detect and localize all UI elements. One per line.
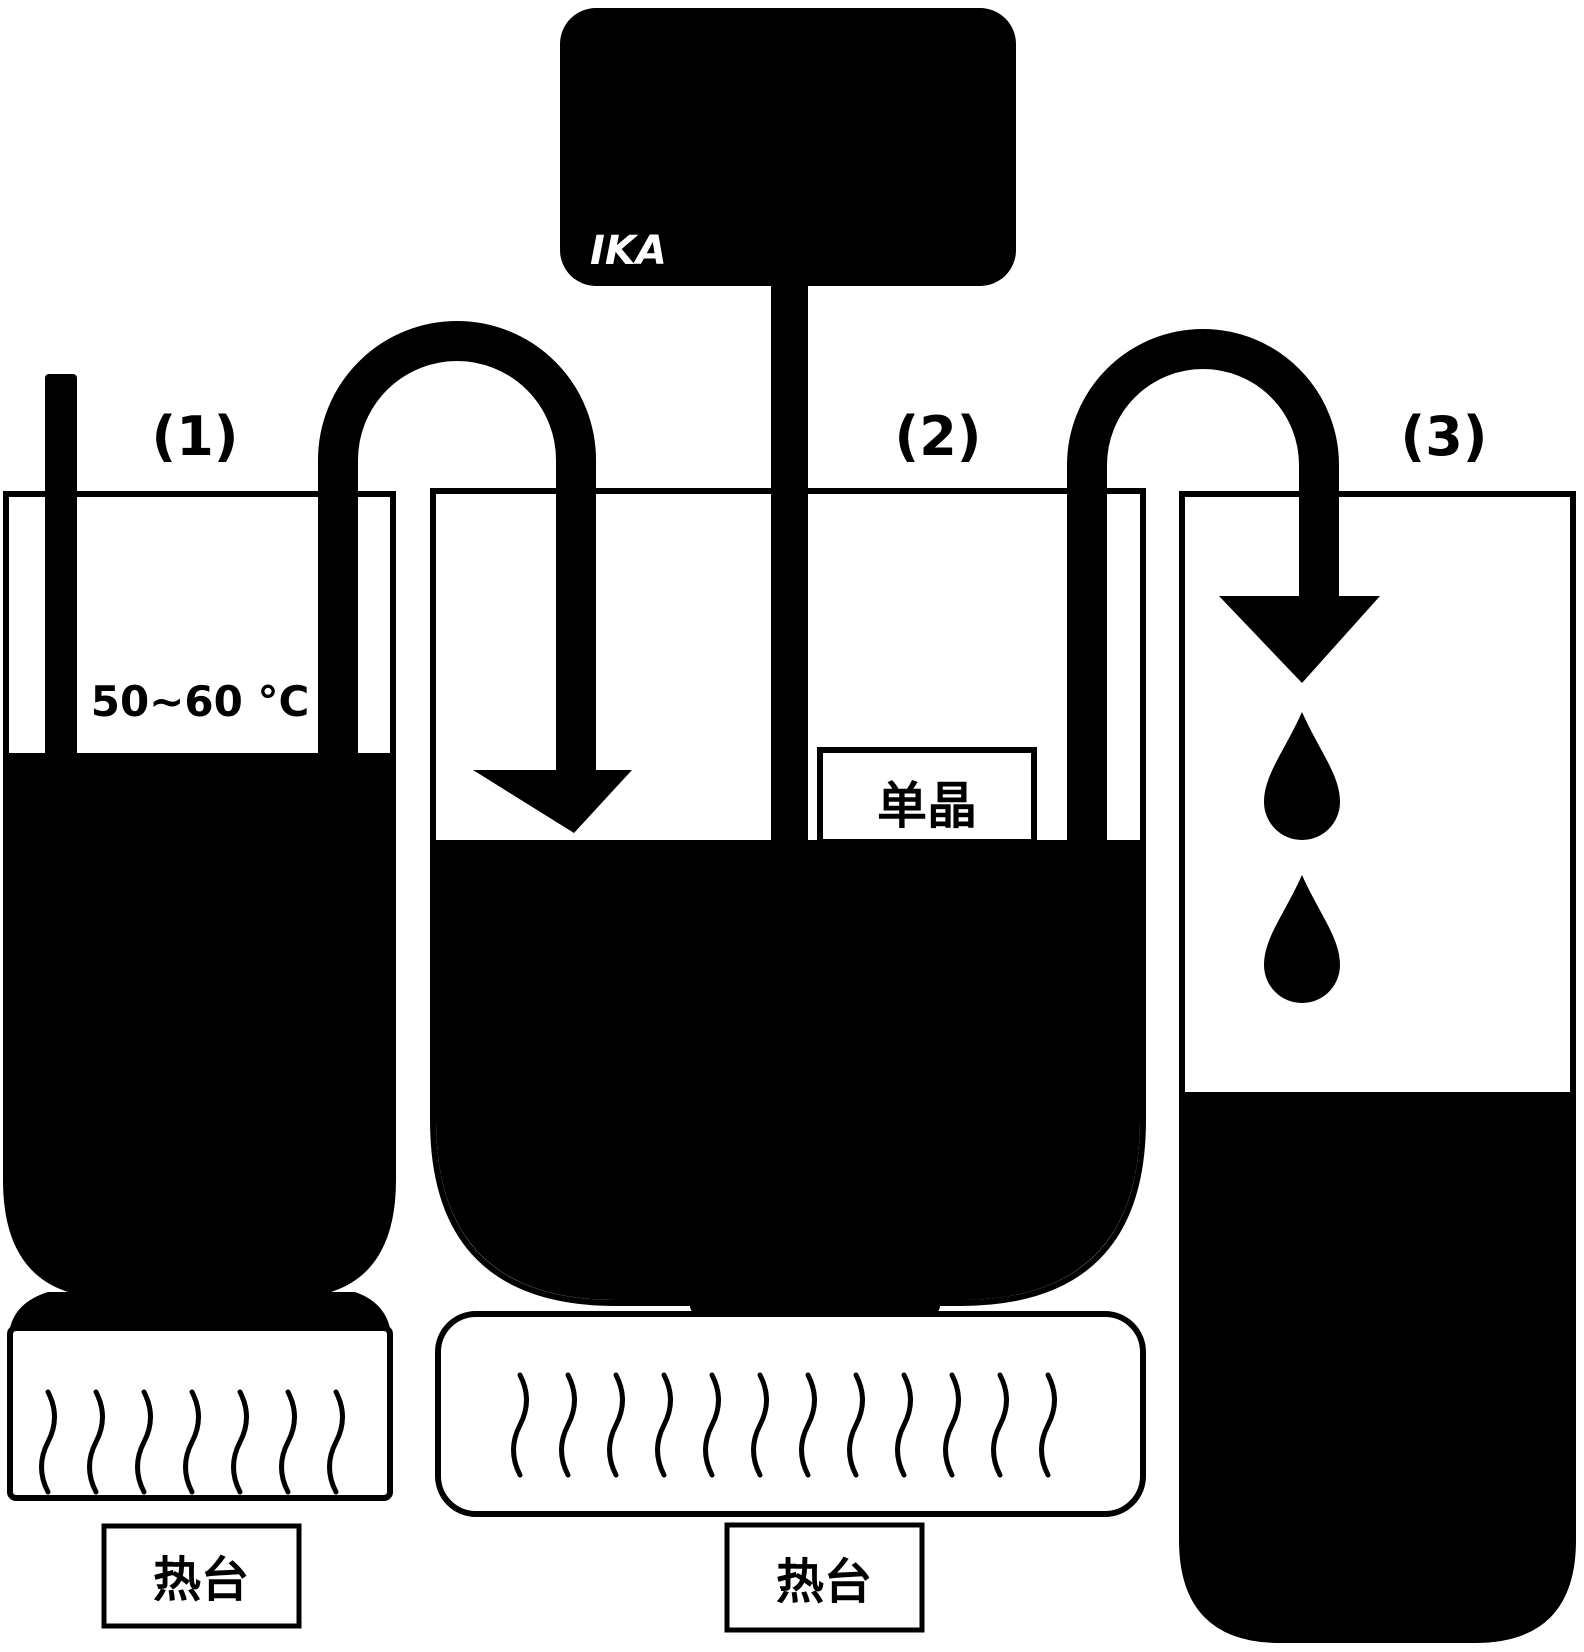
stirrer-motor-housing — [560, 8, 1016, 286]
heat-waves-2-icon — [511, 1372, 1057, 1478]
stir-bar — [690, 1292, 940, 1314]
vessel-3-label: (3) — [1401, 405, 1488, 468]
vessel-2-container — [430, 488, 1146, 1306]
single-crystal-label: 单晶 — [877, 777, 977, 835]
vessel-3: (3) — [1179, 405, 1576, 1643]
hotplate-1-label-box — [101, 1523, 302, 1629]
vessel-1-temperature: 50~60 °C — [91, 677, 310, 726]
hotplate-1: 热台 — [7, 1292, 393, 1629]
stirrer-shaft — [771, 280, 808, 852]
vessel-3-container — [1179, 491, 1576, 1643]
flow-arrow-1-icon — [473, 770, 632, 833]
transfer-tube-1-to-2 — [318, 321, 632, 833]
hotplate-1-top — [10, 1292, 390, 1328]
thermometer — [45, 374, 77, 760]
transfer-tube-2-to-3 — [1067, 329, 1380, 850]
hotplate-2-label: 热台 — [776, 1554, 872, 1610]
vessel-2: (2) 单晶 — [430, 405, 1146, 1306]
hotplate-2-body — [435, 1311, 1146, 1517]
flow-arrow-2-icon — [1219, 596, 1380, 683]
droplet-2-icon — [1264, 875, 1340, 1003]
ika-stirrer: IKA — [560, 8, 1016, 852]
vessel-1-liquid — [6, 753, 393, 1295]
single-crystal-sample — [817, 747, 1037, 845]
vessel-2-liquid — [436, 840, 1140, 1300]
siphon-tube-1 — [318, 321, 596, 776]
hotplate-2: 热台 — [435, 1292, 1146, 1633]
droplet-1-icon — [1264, 712, 1340, 840]
hotplate-2-label-box — [724, 1522, 925, 1633]
stirrer-brand-label: IKA — [590, 228, 667, 274]
hotplate-1-label: 热台 — [153, 1552, 249, 1608]
siphon-tube-2 — [1067, 329, 1339, 850]
vessel-2-label: (2) — [895, 405, 982, 468]
vessel-1-label: (1) — [152, 405, 239, 468]
vessel-1: (1) 50~60 °C — [3, 374, 396, 1298]
heat-waves-1-icon — [39, 1389, 345, 1495]
vessel-3-liquid — [1182, 1092, 1573, 1640]
